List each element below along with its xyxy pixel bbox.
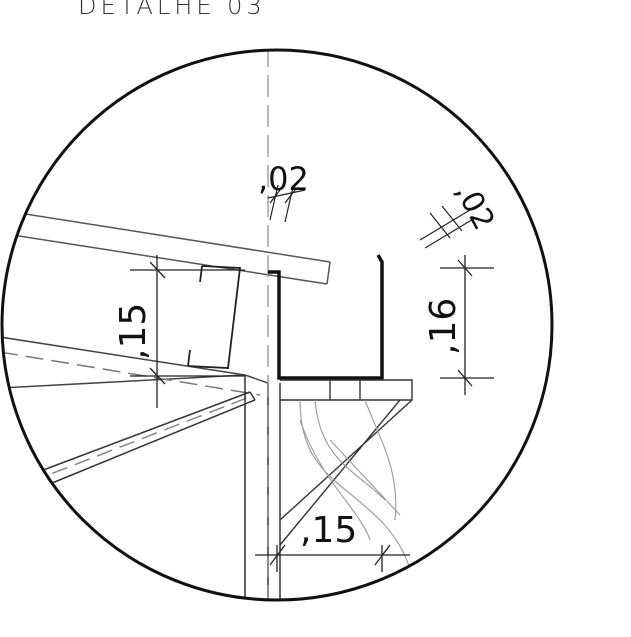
detail-content: ,02 ,02 ,15 ,16 ,15 bbox=[2, 50, 501, 600]
dim-height-right-label: ,16 bbox=[423, 298, 464, 355]
wall bbox=[244, 375, 281, 600]
roof-slab bbox=[2, 209, 331, 285]
dim-gap-top bbox=[267, 184, 306, 223]
z-purlin bbox=[187, 265, 242, 369]
lower-beam bbox=[2, 336, 269, 396]
dim-height-right bbox=[440, 255, 494, 395]
dim-height-left bbox=[130, 255, 245, 408]
gutter bbox=[268, 254, 384, 380]
detail-circle bbox=[0, 48, 554, 602]
dim-gap-right bbox=[419, 205, 476, 249]
dim-width-bottom bbox=[255, 544, 410, 572]
dim-height-left-label: ,15 bbox=[113, 303, 154, 360]
rafter bbox=[29, 391, 256, 491]
dim-gap-right-label: ,02 bbox=[448, 177, 501, 236]
detail-title: DETALHE 03 bbox=[78, 0, 266, 20]
dim-width-bottom-label: ,15 bbox=[300, 510, 357, 551]
dim-gap-top-label: ,02 bbox=[258, 160, 309, 198]
gutter-bracket bbox=[279, 379, 413, 546]
downpipe-curves bbox=[299, 399, 419, 600]
